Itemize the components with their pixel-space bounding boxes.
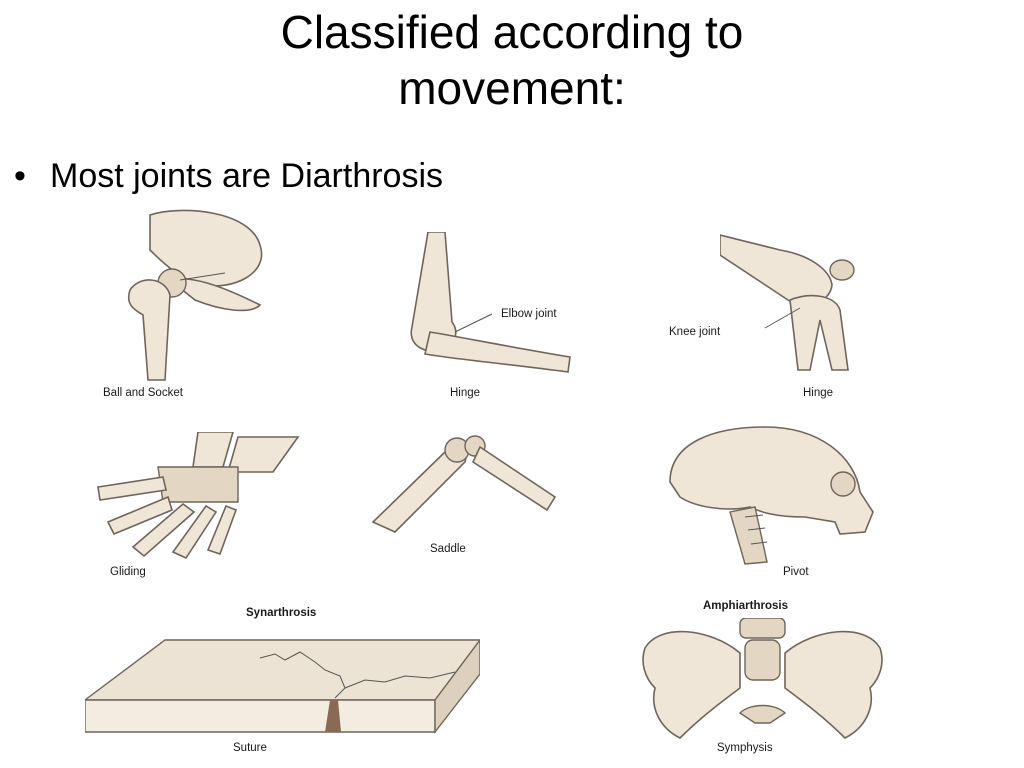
saddle-joint-illustration xyxy=(371,435,557,533)
gliding-joint-illustration xyxy=(97,432,300,560)
bullet-icon: • xyxy=(14,157,26,195)
bullet-text: Most joints are Diarthrosis xyxy=(50,157,444,195)
knee-callout: Knee joint xyxy=(669,326,721,338)
ball-socket-joint-illustration xyxy=(127,209,263,381)
title-line-1: Classified according to xyxy=(280,6,744,58)
pivot-caption: Pivot xyxy=(783,566,809,578)
knee-caption: Hinge xyxy=(803,387,834,399)
slide-title: Classified according to movement: xyxy=(0,4,1024,116)
synarthrosis-heading: Synarthrosis xyxy=(246,607,317,619)
bullet-item: • Most joints are Diarthrosis xyxy=(14,154,443,198)
elbow-callout: Elbow joint xyxy=(501,308,557,320)
knee-joint-illustration xyxy=(720,234,855,371)
suture-caption: Suture xyxy=(233,742,267,754)
ball-socket-caption: Ball and Socket xyxy=(103,387,183,399)
suture-joint-illustration xyxy=(85,638,480,735)
amphiarthrosis-heading: Amphiarthrosis xyxy=(703,600,788,612)
symphysis-caption: Symphysis xyxy=(717,742,773,754)
pivot-joint-illustration xyxy=(669,426,874,565)
gliding-caption: Gliding xyxy=(110,566,146,578)
saddle-caption: Saddle xyxy=(430,543,466,555)
symphysis-joint-illustration xyxy=(642,618,883,739)
elbow-joint-illustration xyxy=(410,232,571,373)
elbow-caption: Hinge xyxy=(450,387,481,399)
title-line-2: movement: xyxy=(398,62,626,114)
